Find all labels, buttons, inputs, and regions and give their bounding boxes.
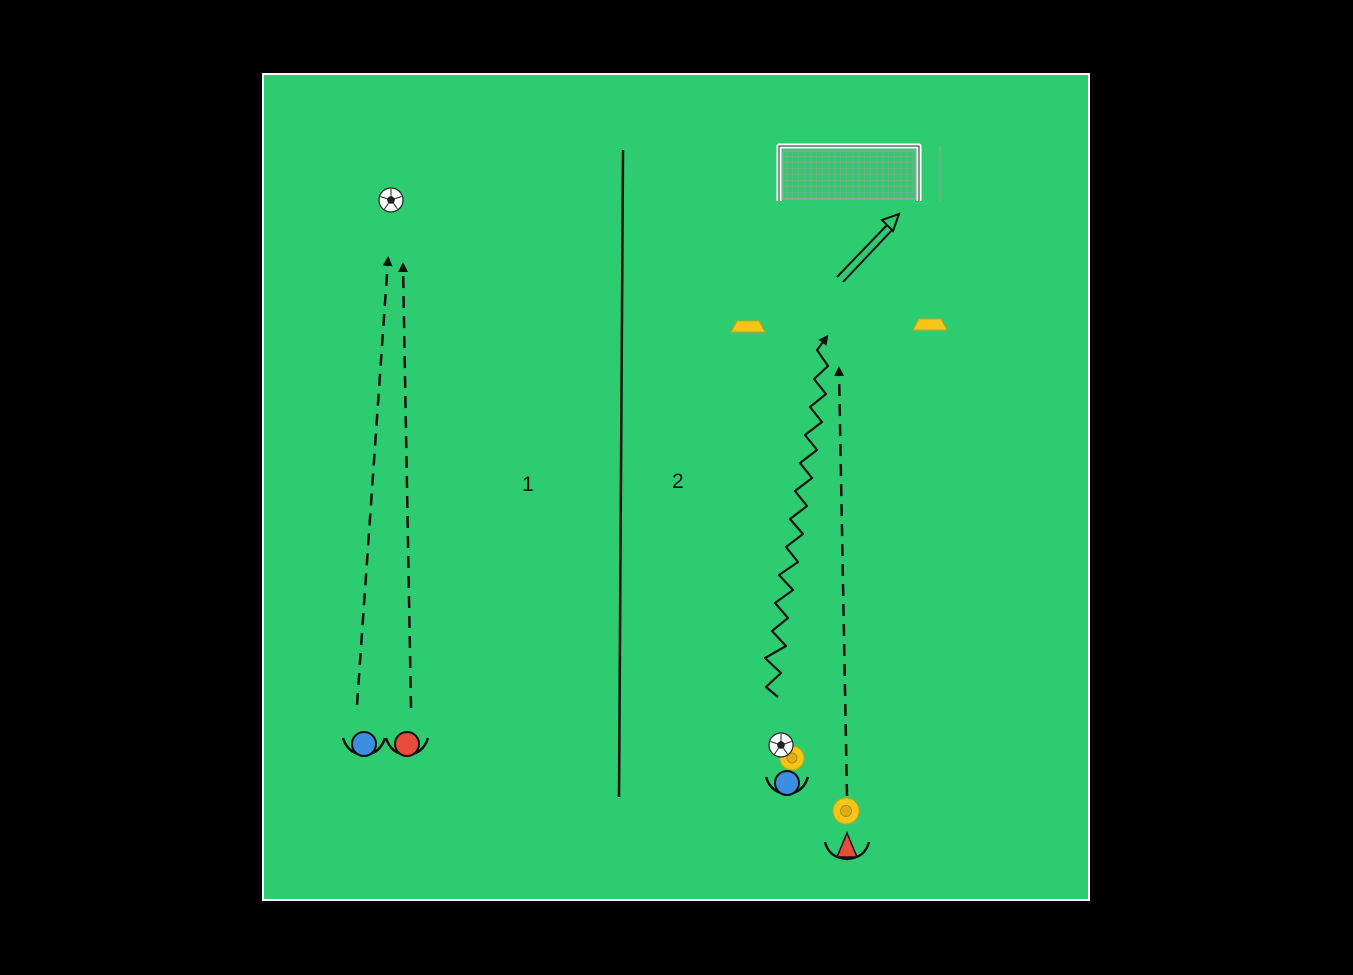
- zone-label-1: 1: [522, 473, 534, 496]
- dashed-run-arrow: [398, 262, 413, 709]
- flat-cone-icon: [912, 318, 948, 331]
- dashed-run-arrow: [355, 256, 393, 706]
- cone-marker-icon: [823, 831, 871, 861]
- zone-divider-line: [617, 149, 625, 798]
- player-blue-icon: [764, 770, 810, 796]
- goal-icon: [776, 143, 941, 201]
- soccer-ball-icon: [378, 187, 404, 213]
- dribble-run-arrow: [763, 334, 830, 698]
- player-blue-icon: [341, 731, 387, 757]
- zone-label-2: 2: [672, 470, 684, 493]
- ring-marker-icon: [832, 797, 860, 825]
- pitch: [262, 73, 1090, 901]
- flat-cone-icon: [730, 320, 766, 333]
- player-red-icon: [384, 731, 430, 757]
- dashed-run-arrow: [834, 366, 849, 797]
- soccer-ball-icon: [768, 732, 794, 758]
- shot-arrow: [836, 212, 901, 283]
